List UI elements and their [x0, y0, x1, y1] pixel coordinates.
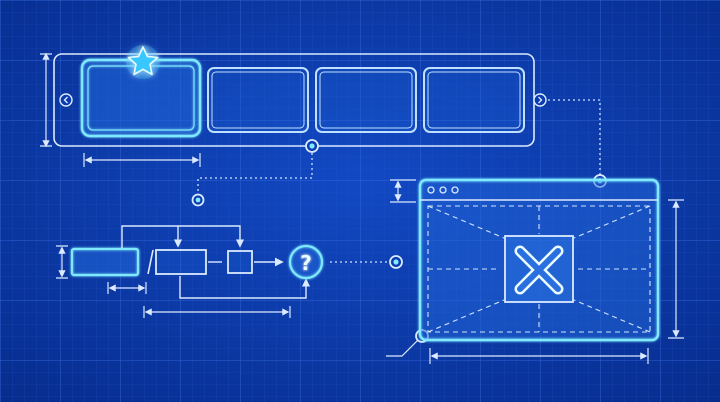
- window-dimensions: [386, 179, 684, 364]
- star-icon: [126, 45, 160, 79]
- carousel: [53, 45, 547, 147]
- flow-box-start[interactable]: [70, 247, 140, 277]
- flow-box-process[interactable]: [155, 249, 207, 275]
- close-x-icon: [504, 235, 574, 303]
- content-guides: [427, 205, 651, 333]
- node-flow-top: [191, 193, 205, 207]
- carousel-slide-3[interactable]: [315, 67, 417, 133]
- flow-loop-back: [179, 276, 311, 299]
- connectors: [197, 99, 601, 263]
- node-carousel-bottom: [305, 139, 319, 153]
- window-control-dot: [427, 186, 435, 194]
- window-controls[interactable]: [427, 186, 459, 194]
- flow-box-small[interactable]: [227, 250, 253, 274]
- decision-symbol: ?: [300, 251, 312, 275]
- window-control-dot: [439, 186, 447, 194]
- carousel-dimensions: [40, 52, 201, 167]
- flowchart: ?: [70, 225, 324, 299]
- flow-separator: [147, 249, 154, 275]
- browser-window: [418, 178, 660, 342]
- flow-branch-top: [121, 225, 245, 248]
- window-control-dot: [451, 186, 459, 194]
- carousel-slide-4[interactable]: [423, 67, 525, 133]
- question-icon[interactable]: ?: [288, 244, 324, 280]
- chevron-right-icon[interactable]: [533, 93, 547, 107]
- carousel-slide-2[interactable]: [207, 67, 309, 133]
- chevron-left-icon[interactable]: [59, 93, 73, 107]
- node-window-left: [389, 255, 403, 269]
- flowchart-dimensions: [56, 245, 291, 318]
